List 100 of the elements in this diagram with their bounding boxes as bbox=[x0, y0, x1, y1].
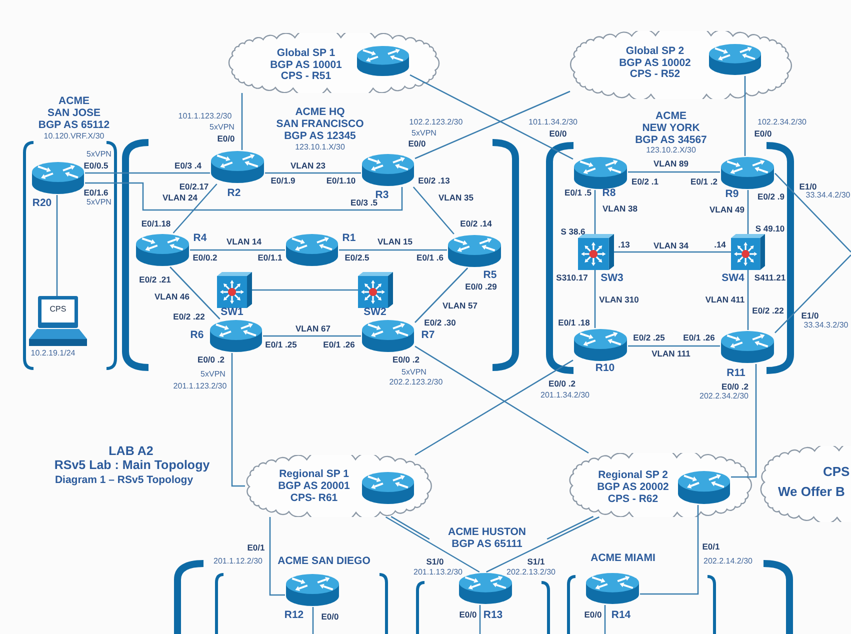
interface-label: E0/0 bbox=[408, 139, 426, 149]
site-name: ACME SAN DIEGO bbox=[278, 556, 370, 568]
interface-label: E0/0 .2 bbox=[722, 382, 748, 392]
link-line bbox=[85, 182, 403, 211]
link-line bbox=[594, 190, 596, 234]
site-name: BGP AS 65111 bbox=[452, 539, 522, 551]
vpn-note: 5xVPN bbox=[402, 368, 426, 378]
ip-address: 102.2.34.2/30 bbox=[758, 118, 806, 128]
link-line bbox=[312, 607, 314, 634]
serial-link-line bbox=[385, 516, 480, 573]
interface-label: E0/2 .13 bbox=[418, 176, 450, 186]
cloud-label: CPS bbox=[823, 464, 850, 480]
vpn-note: 5xVPN bbox=[200, 370, 226, 380]
device-name: R20 bbox=[32, 198, 52, 210]
ip-address: 202.2.13.2/30 bbox=[506, 568, 556, 578]
ip-address: 101.1.34.2/30 bbox=[528, 118, 578, 128]
device-name: R14 bbox=[611, 610, 631, 622]
site-name: ACME bbox=[58, 96, 90, 108]
ip-address: 33.34.4.2/30 bbox=[806, 192, 850, 200]
interface-label: E0/1 bbox=[247, 543, 265, 553]
site-name: NEW YORK bbox=[642, 122, 700, 134]
link-line bbox=[747, 270, 749, 330]
device-name: R3 bbox=[375, 190, 389, 202]
device-name: R2 bbox=[227, 188, 241, 200]
device-name: R10 bbox=[595, 363, 615, 375]
device-name: R13 bbox=[483, 610, 503, 622]
cloud-label: Regional SP 2 bbox=[598, 470, 668, 482]
edge-label: VLAN 310 bbox=[598, 295, 640, 305]
cloud-label: BGP AS 10002 bbox=[619, 58, 691, 70]
ip-address: 10.2.19.1/24 bbox=[30, 350, 76, 358]
link-line bbox=[339, 249, 447, 251]
interface-label: E0/1.9 bbox=[270, 176, 296, 186]
interface-label: E0/0.2 bbox=[192, 253, 218, 263]
link-line bbox=[410, 74, 574, 160]
cloud-label: CPS - R52 bbox=[630, 69, 680, 81]
link-line bbox=[731, 364, 757, 478]
ip-address: 202.2.14.2/30 bbox=[704, 558, 752, 566]
edge-label: VLAN 67 bbox=[294, 324, 332, 334]
interface-label: .14 bbox=[714, 240, 726, 250]
vpn-note: 5xVPN bbox=[412, 130, 436, 138]
device-name: R5 bbox=[483, 270, 497, 282]
site-name: SAN FRANCISCO bbox=[276, 118, 364, 130]
link-line bbox=[170, 266, 220, 320]
edge-label: VLAN 46 bbox=[154, 292, 190, 302]
edge-label: VLAN 35 bbox=[438, 193, 474, 203]
interface-label: E0/2 .22 bbox=[752, 306, 784, 316]
interface-label: E0/1 .26 bbox=[683, 333, 715, 343]
edge-label: VLAN 89 bbox=[652, 159, 690, 169]
ip-address: 101.1.123.2/30 bbox=[178, 112, 232, 122]
subnet-label: 123.10.1.X/30 bbox=[295, 143, 345, 152]
interface-label: E0/1 .6 bbox=[416, 253, 444, 263]
interface-label: E0/1 bbox=[702, 542, 720, 552]
site-name: BGP AS 65112 bbox=[38, 120, 110, 132]
link-line bbox=[744, 76, 746, 156]
device-name: SW3 bbox=[600, 273, 624, 285]
link-line bbox=[85, 172, 210, 174]
link-line bbox=[414, 90, 570, 160]
device-name: R6 bbox=[190, 330, 204, 342]
interface-label: E0/0 bbox=[584, 610, 602, 620]
device-name: R8 bbox=[602, 188, 616, 200]
interface-label: E0/0 bbox=[754, 129, 772, 139]
site-name: SAN JOSE bbox=[47, 108, 101, 120]
interface-label: E0/1.10 bbox=[326, 176, 356, 186]
interface-label: E0/2.5 bbox=[344, 253, 370, 263]
edge-label: VLAN 411 bbox=[704, 295, 746, 305]
link-line bbox=[269, 517, 285, 596]
site-name: ACME HQ bbox=[295, 107, 345, 119]
link-line bbox=[604, 605, 606, 634]
interface-label: S 38.6 bbox=[560, 227, 586, 237]
interface-label: E0/0 .29 bbox=[465, 282, 497, 292]
device-name: R4 bbox=[193, 233, 207, 245]
link-line bbox=[265, 172, 361, 174]
interface-label: E0/2 .21 bbox=[139, 275, 171, 285]
edge-label: VLAN 34 bbox=[652, 241, 690, 251]
link-line bbox=[628, 345, 720, 347]
diagram-subtitle: Diagram 1 – RSv5 Topology bbox=[54, 475, 194, 487]
edge-label: VLAN 15 bbox=[376, 237, 414, 247]
cloud-label: CPS - R51 bbox=[280, 71, 332, 83]
interface-label: E0/1 .5 bbox=[564, 188, 592, 198]
link-line bbox=[628, 171, 720, 173]
ip-address: 202.2.123.2/30 bbox=[389, 378, 443, 388]
interface-label: E0/3 .5 bbox=[350, 198, 378, 208]
link-line bbox=[594, 270, 596, 328]
edge-label: VLAN 23 bbox=[290, 161, 326, 171]
site-name: BGP AS 12345 bbox=[284, 130, 356, 142]
diagram-title: LAB A2 bbox=[108, 445, 154, 459]
interface-label: E0/2 .1 bbox=[632, 177, 658, 187]
site-name: BGP AS 34567 bbox=[635, 134, 707, 146]
vpn-note: 5xVPN bbox=[210, 124, 234, 132]
ip-address: 201.1.13.2/30 bbox=[414, 568, 462, 578]
interface-label: E0/0 bbox=[321, 612, 339, 622]
interface-label: S411.21 bbox=[754, 273, 786, 283]
interface-label: .13 bbox=[618, 240, 630, 250]
interface-label: E0/1 .25 bbox=[265, 340, 297, 350]
interface-label: S1/1 bbox=[527, 557, 545, 567]
interface-label: E0/0 .2 bbox=[198, 355, 224, 365]
interface-label: S1/0 bbox=[426, 557, 444, 567]
device-name: R1 bbox=[342, 233, 356, 245]
link-line bbox=[241, 93, 243, 150]
interface-label: E0/2 .14 bbox=[460, 219, 492, 229]
